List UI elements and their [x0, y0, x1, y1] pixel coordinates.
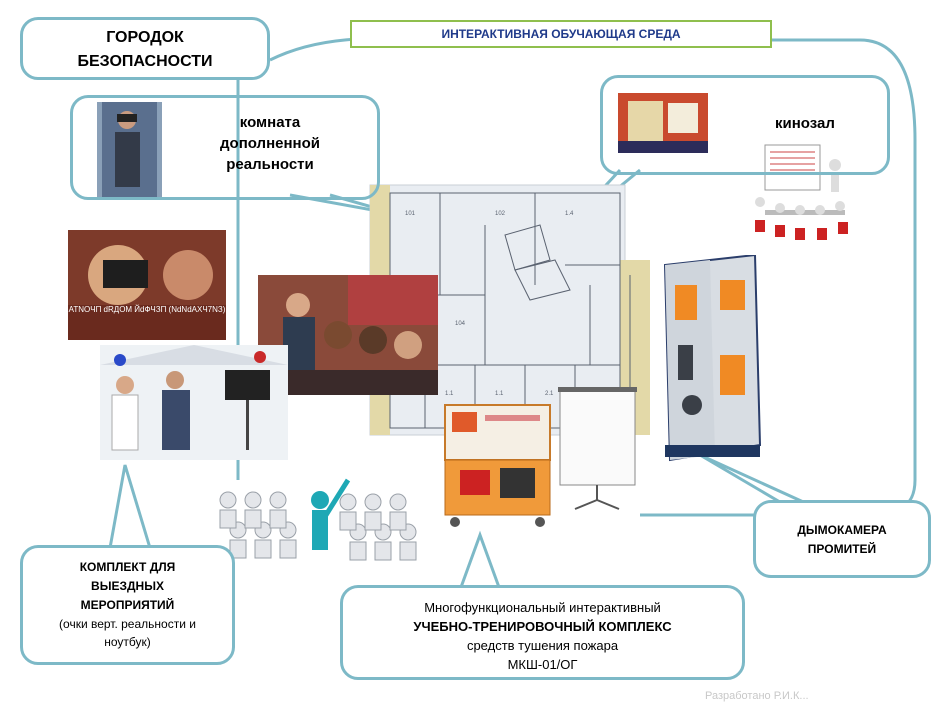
svg-text:2.1: 2.1	[545, 391, 554, 397]
field-kit-line1: КОМПЛЕКТ ДЛЯ	[79, 560, 176, 574]
projector-screen-image	[558, 387, 637, 510]
cinema-label: кинозал	[775, 115, 835, 132]
photo-caption: ATNOЧП dRДОМ ЙdФЧЗП (NdNdAXЧ7NЗ)	[69, 305, 226, 314]
connector-field-kit	[108, 464, 152, 549]
training-complex-callout: Многофункциональный интерактивный УЧЕБНО…	[340, 585, 745, 680]
vr-room-callout	[70, 95, 380, 200]
vr-room-line2: дополненной	[220, 135, 320, 152]
kids-firefighter-photo	[258, 275, 438, 395]
footer-credit: Разработано Р.И.К...	[705, 690, 809, 702]
cinema-callout	[600, 75, 890, 175]
cinema-photo	[618, 93, 708, 153]
vr-room-line1: комната	[239, 114, 301, 131]
title-box: ИНТЕРАКТИВНАЯ ОБУЧАЮЩАЯ СРЕДА	[350, 20, 772, 48]
field-kit-line5: ноутбук)	[104, 635, 151, 649]
smoke-chamber-image	[663, 255, 762, 462]
svg-text:1.4: 1.4	[565, 211, 574, 217]
smoke-chamber-line2: ПРОМИТЕЙ	[807, 542, 877, 556]
crowd-figures-image	[219, 478, 417, 561]
training-stand-image	[444, 404, 551, 527]
exhibition-photo	[100, 345, 288, 460]
vr-headset-photo: ATNOЧП dRДОМ ЙdФЧЗП (NdNdAXЧ7NЗ)	[68, 230, 226, 340]
field-kit-callout: КОМПЛЕКТ ДЛЯ ВЫЕЗДНЫХ МЕРОПРИЯТИЙ (очки …	[20, 545, 235, 665]
svg-text:1.1: 1.1	[495, 391, 504, 397]
vr-room-label: комната дополненной реальности	[200, 112, 340, 175]
safety-town-callout: ГОРОДОК БЕЗОПАСНОСТИ	[20, 17, 270, 80]
training-complex-line1: Многофункциональный интерактивный	[424, 600, 661, 615]
safety-town-line1: ГОРОДОК	[106, 29, 184, 46]
connector-training	[458, 530, 502, 591]
svg-text:1.1: 1.1	[445, 391, 454, 397]
vr-room-line3: реальности	[226, 156, 314, 173]
training-complex-line2: УЧЕБНО-ТРЕНИРОВОЧНЫЙ КОМПЛЕКС	[413, 619, 672, 634]
training-complex-line4: МКШ-01/ОГ	[507, 657, 578, 672]
training-complex-line3: средств тушения пожара	[466, 638, 619, 653]
field-kit-line3: МЕРОПРИЯТИЙ	[80, 598, 175, 612]
smoke-chamber-line1: ДЫМОКАМЕРА	[797, 523, 887, 537]
smoke-chamber-callout: ДЫМОКАМЕРА ПРОМИТЕЙ	[753, 500, 931, 578]
vr-room-photo	[97, 102, 162, 197]
safety-town-line2: БЕЗОПАСНОСТИ	[77, 53, 213, 70]
page-title: ИНТЕРАКТИВНАЯ ОБУЧАЮЩАЯ СРЕДА	[441, 27, 681, 41]
svg-text:102: 102	[495, 211, 506, 217]
svg-text:101: 101	[405, 211, 416, 217]
field-kit-line4: (очки верт. реальности и	[59, 617, 196, 631]
field-kit-line2: ВЫЕЗДНЫХ	[91, 579, 164, 593]
svg-text:104: 104	[455, 321, 466, 327]
presentation-icon	[755, 144, 848, 240]
